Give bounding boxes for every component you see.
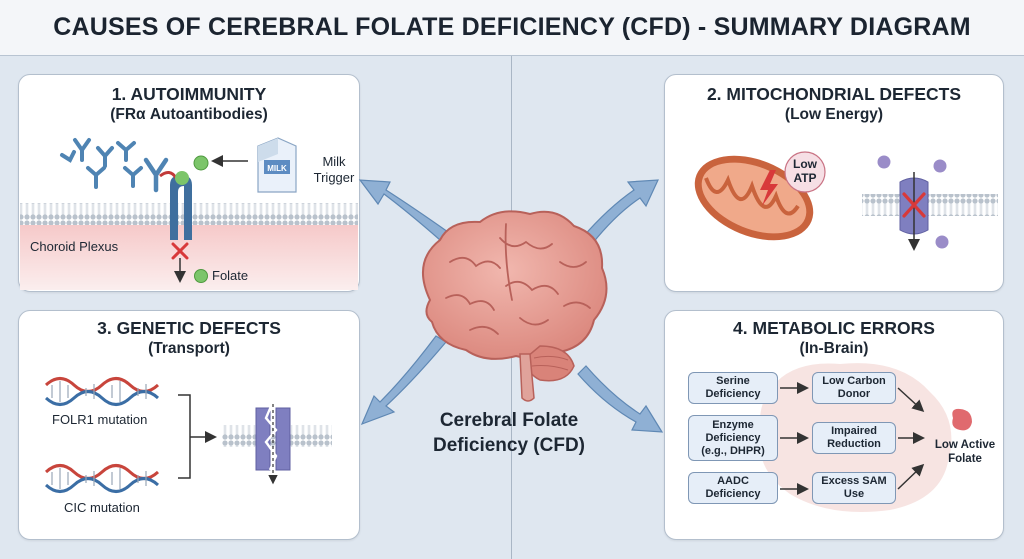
low-atp-line-1: Low <box>793 157 817 171</box>
center-label-line-1: Cerebral Folate <box>439 410 579 431</box>
aadc-deficiency-box: AADC Deficiency <box>688 472 778 504</box>
low-atp-line-2: ATP <box>793 171 817 185</box>
panel-4-subtitle: (In-Brain) <box>799 340 869 357</box>
outcome-line-2: Folate <box>948 453 982 465</box>
cic-mutation-label: CIC mutation <box>64 500 140 515</box>
arrow-to-autoimmunity <box>358 179 449 241</box>
panel-2-title: 2. MITOCHONDRIAL DEFECTS <box>706 84 962 104</box>
brain-icon <box>422 210 608 402</box>
dna-helix-icon-1 <box>44 377 160 406</box>
arrow-to-mitochondrial <box>581 179 659 245</box>
panel-1-title: 1. AUTOIMMUNITY <box>111 84 267 104</box>
outcome-line-1: Low Active <box>934 439 996 451</box>
low-atp-label: Low ATP <box>785 157 825 185</box>
milk-carton-icon: MILK <box>257 137 297 193</box>
page-title: CAUSES OF CEREBRAL FOLATE DEFICIENCY (CF… <box>53 13 971 41</box>
enzyme-deficiency-box: Enzyme Deficiency (e.g., DHPR) <box>688 415 778 461</box>
membrane-bilayer-2 <box>862 194 998 216</box>
folate-molecule-icon <box>193 155 209 171</box>
folate-receptor-icon <box>143 157 192 240</box>
low-atp-badge <box>784 151 826 193</box>
center-label: Cerebral Folate Deficiency (CFD) <box>404 408 614 458</box>
metabolic-arrows <box>780 382 925 495</box>
milk-carton-label: MILK <box>267 164 287 173</box>
arrow-to-metabolic <box>577 365 664 433</box>
low-active-folate-label: Low Active Folate <box>928 438 1002 466</box>
block-x-icon <box>171 242 189 260</box>
panel-1-subtitle: (FRα Autoantibodies) <box>110 106 268 123</box>
panel-3-subtitle: (Transport) <box>148 340 230 357</box>
connector-arrows <box>358 179 664 433</box>
milk-label-line-1: Milk <box>322 154 346 169</box>
folate-label: Folate <box>212 268 249 283</box>
antibody-icon <box>60 138 143 189</box>
lightning-bolt-icon <box>760 170 778 206</box>
dna-helix-icon-2 <box>44 464 160 493</box>
choroid-plexus-label: Choroid Plexus <box>30 239 119 254</box>
impaired-reduction-box: Impaired Reduction <box>812 422 896 454</box>
mutation-bracket <box>178 394 217 479</box>
serine-deficiency-box: Serine Deficiency <box>688 372 778 404</box>
panel-3-title: 3. GENETIC DEFECTS <box>97 318 281 338</box>
arrow-to-genetic <box>360 335 447 426</box>
panel-4-title: 4. METABOLIC ERRORS <box>733 318 935 338</box>
milk-trigger-label: Milk Trigger <box>304 154 364 186</box>
panel-2-subtitle: (Low Energy) <box>784 106 884 123</box>
milk-label-line-2: Trigger <box>313 170 355 185</box>
low-carbon-donor-box: Low Carbon Donor <box>812 372 896 404</box>
active-folate-icon <box>952 408 972 431</box>
excess-sam-use-box: Excess SAM Use <box>812 472 896 504</box>
title-bar: CAUSES OF CEREBRAL FOLATE DEFICIENCY (CF… <box>0 0 1024 56</box>
center-label-line-2: Deficiency (CFD) <box>432 435 586 456</box>
folr1-mutation-label: FOLR1 mutation <box>52 412 148 427</box>
defective-transporter-icon <box>255 403 291 485</box>
blocked-channel-icon <box>899 172 929 251</box>
mitochondrion-icon <box>694 155 814 241</box>
molecule-dots-icon <box>877 155 949 249</box>
folate-dot-icon <box>194 269 208 283</box>
